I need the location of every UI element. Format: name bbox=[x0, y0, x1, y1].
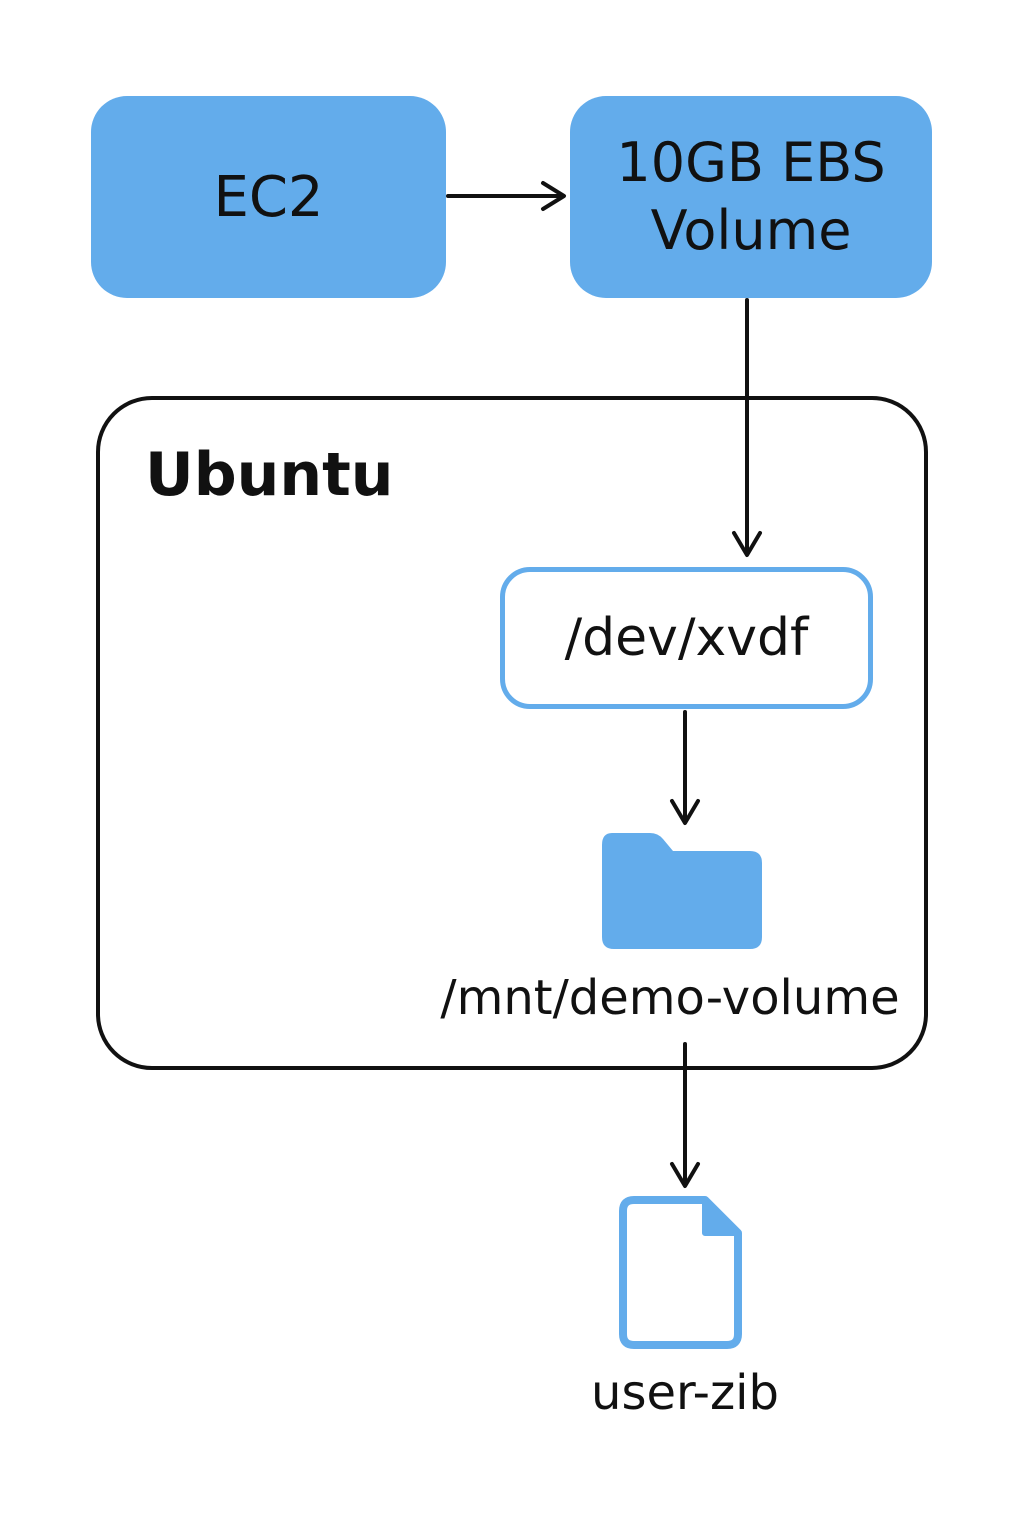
arrowhead-mount-to-file bbox=[670, 1162, 700, 1188]
device-node: /dev/xvdf bbox=[500, 567, 873, 709]
ebs-volume-node: 10GB EBS Volume bbox=[570, 96, 932, 298]
file-label: user-zib bbox=[591, 1365, 779, 1421]
ubuntu-label: Ubuntu bbox=[145, 440, 394, 510]
file-icon bbox=[619, 1196, 742, 1349]
ebs-label-line1: 10GB EBS bbox=[616, 131, 886, 194]
ec2-node: EC2 bbox=[91, 96, 446, 298]
ec2-label: EC2 bbox=[213, 164, 324, 230]
ebs-label-line2: Volume bbox=[650, 199, 852, 262]
device-label: /dev/xvdf bbox=[564, 608, 809, 668]
arrowhead-ec2-to-ebs bbox=[541, 181, 566, 211]
mount-point-label: /mnt/demo-volume bbox=[440, 970, 900, 1026]
ubuntu-frame bbox=[96, 396, 928, 1070]
